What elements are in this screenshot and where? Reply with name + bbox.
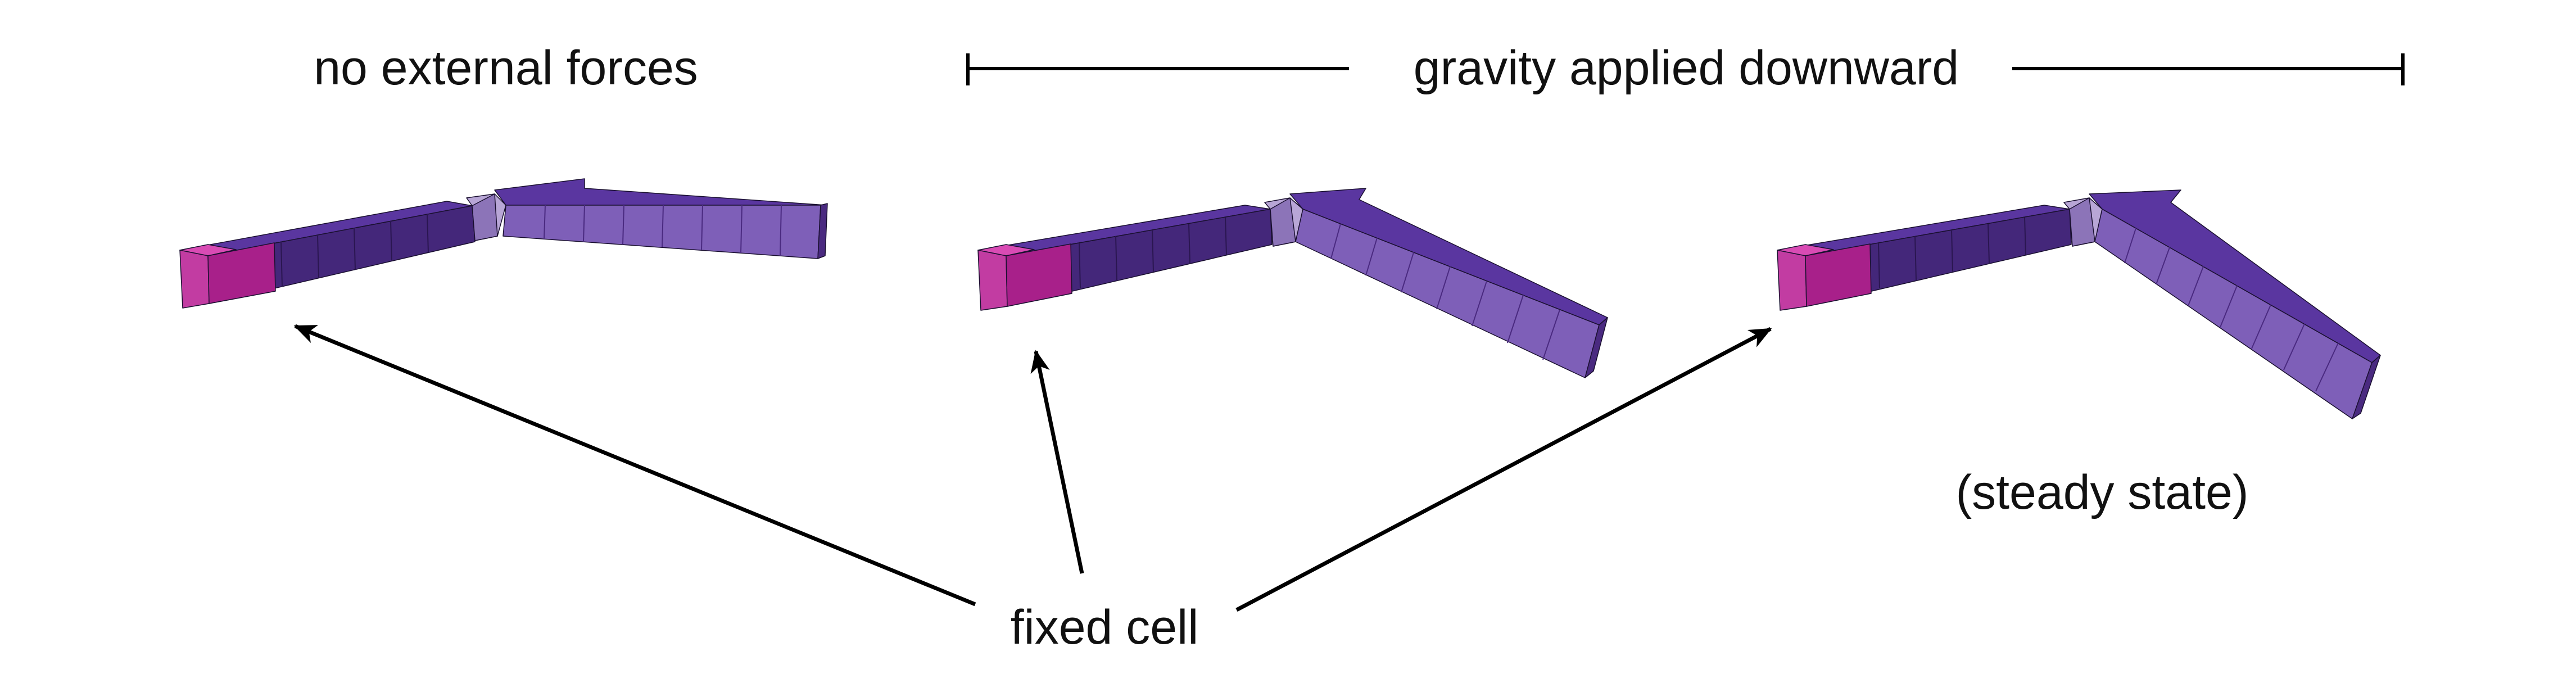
no-external-forces-label: no external forces xyxy=(314,41,698,95)
steady-state-label: (steady state) xyxy=(1956,465,2249,519)
arrow-to-fixed-cell-1 xyxy=(293,324,976,607)
fixed-cell-arrows xyxy=(293,324,1772,612)
beam2-fixed-cell-side xyxy=(977,250,1008,311)
beam1-fixed-cell-front xyxy=(207,242,276,304)
beam1-right-front xyxy=(502,205,821,259)
beam3-fixed-cell-side xyxy=(1777,250,1807,311)
fixed-cell-label: fixed cell xyxy=(1011,600,1199,654)
beam3-right-dividers xyxy=(2124,228,2339,392)
gravity-applied-label: gravity applied downward xyxy=(1414,41,1959,95)
beam1-joint-facet xyxy=(472,193,498,241)
beam2-right-dividers xyxy=(1330,223,1560,360)
beam3-right-end xyxy=(2352,355,2381,419)
beam1-right-end xyxy=(817,203,828,259)
arrow-to-fixed-cell-2 xyxy=(1030,350,1084,574)
beam1-fixed-cell-side xyxy=(179,250,210,309)
arrow-to-fixed-cell-3 xyxy=(1235,327,1772,612)
beam1-right-top xyxy=(494,178,827,206)
beam2-right-end xyxy=(1584,317,1608,378)
beam3-right-front xyxy=(2094,209,2373,419)
gravity-span-bracket xyxy=(966,53,2405,85)
beam1-right-dividers xyxy=(544,205,782,256)
beam-gravity xyxy=(977,188,1608,378)
beam-no-forces xyxy=(179,178,828,309)
beam3-fixed-cell-front xyxy=(1805,243,1872,307)
beam2-fixed-cell-front xyxy=(1006,243,1072,307)
beam-steady-state xyxy=(1777,189,2381,419)
